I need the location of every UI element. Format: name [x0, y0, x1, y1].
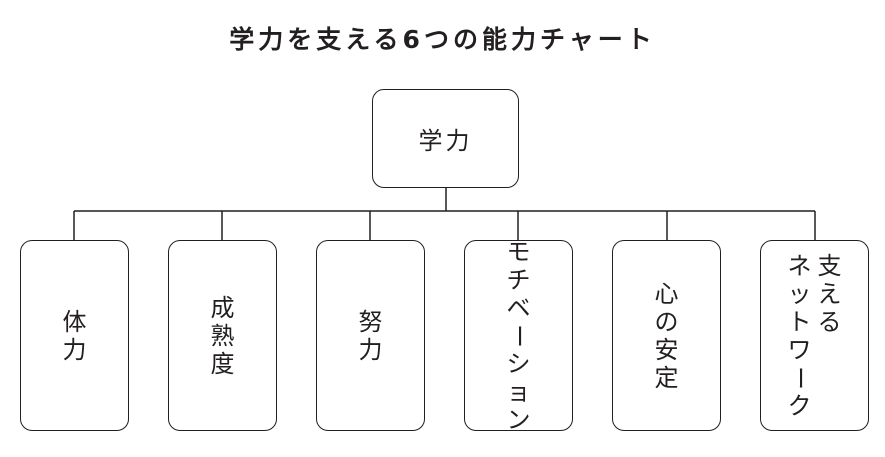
- child-label-effort: 努力: [357, 308, 385, 364]
- child-node-effort: 努力: [316, 240, 425, 431]
- child-node-network: 支えるネットワーク: [760, 240, 869, 431]
- label-column: 体力: [62, 307, 87, 364]
- chart-title: 学力を支える6つの能力チャート: [229, 25, 656, 54]
- child-label-stamina: 体力: [61, 308, 89, 364]
- child-label-motivation: モチベーション: [505, 238, 533, 434]
- child-label-network: 支えるネットワーク: [786, 252, 844, 420]
- label-column: 努力: [358, 307, 383, 364]
- label-column: 成熟度: [210, 293, 235, 378]
- child-node-motivation: モチベーション: [464, 238, 573, 434]
- child-node-stability: 心の安定: [612, 240, 721, 431]
- label-column: 支える: [817, 251, 842, 336]
- root-node-label: 学力: [418, 127, 473, 155]
- label-column: ネットワーク: [785, 251, 814, 420]
- label-column: モチベーション: [504, 237, 533, 434]
- child-label-maturity: 成熟度: [209, 294, 237, 378]
- child-node-stamina: 体力: [20, 240, 129, 431]
- child-node-maturity: 成熟度: [168, 240, 277, 431]
- root-node-gakuryoku: 学力: [372, 89, 519, 188]
- child-label-stability: 心の安定: [653, 280, 681, 392]
- label-column: 心の安定: [654, 279, 679, 392]
